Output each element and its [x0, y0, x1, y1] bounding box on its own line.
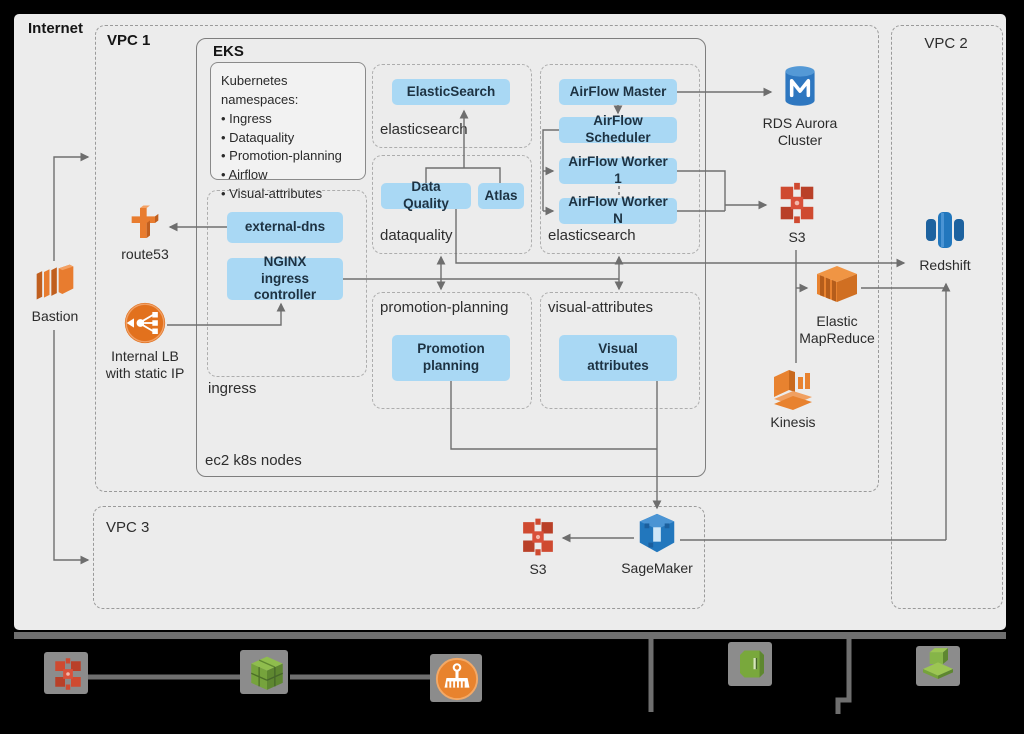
green-prism-icon	[740, 650, 764, 678]
ns-ingress-label: ingress	[208, 380, 257, 397]
green-cube-icon	[250, 655, 284, 691]
kubernetes-namespaces-panel: Kubernetes namespaces: • Ingress • Dataq…	[210, 62, 366, 201]
namespace-ingress-box	[207, 190, 367, 377]
emr-node: Elastic MapReduce	[795, 262, 879, 347]
rds-aurora-icon	[775, 62, 825, 112]
namespaces-title: Kubernetes namespaces:	[221, 73, 299, 107]
airflow-scheduler-service: AirFlow Scheduler	[559, 113, 677, 145]
ns-promotion-planning-label: promotion-planning	[380, 299, 509, 316]
vpc3-boundary	[93, 506, 705, 609]
internet-label: Internet	[28, 20, 84, 37]
namespace-item: • Promotion-planning	[221, 148, 342, 164]
ns-visual-attributes-label: visual-attributes	[548, 299, 654, 316]
kinesis-label: Kinesis	[770, 414, 816, 430]
bastion-icon	[33, 261, 77, 305]
redshift-node: Redshift	[919, 206, 971, 274]
s3-icon	[517, 516, 559, 558]
promotion-planning-service: Promotion planning	[392, 335, 510, 381]
route53-icon	[125, 203, 165, 243]
elastic-mapreduce-icon	[813, 262, 861, 310]
bastion-node: Bastion	[27, 261, 83, 325]
orange-circle-dustpan-icon	[435, 657, 479, 701]
namespace-elasticsearch-box	[372, 64, 532, 148]
s3-label: S3	[788, 229, 806, 245]
vpc3-label: VPC 3	[106, 519, 150, 536]
s3-icon	[774, 180, 820, 226]
route53-label: route53	[121, 246, 169, 262]
sagemaker-label: SageMaker	[621, 560, 693, 576]
atlas-service: Atlas	[478, 183, 524, 209]
ns-airflow-label: elasticsearch	[548, 227, 636, 244]
load-balancer-icon	[123, 301, 167, 345]
airflow-master-service: AirFlow Master	[559, 79, 677, 105]
visual-attributes-service: Visual attributes	[559, 335, 677, 381]
internal-lb-label: Internal LB with static IP	[105, 348, 185, 381]
airflow-worker1-service: AirFlow Worker 1	[559, 154, 677, 186]
elasticsearch-service: ElasticSearch	[392, 79, 510, 105]
namespace-item: • Dataquality	[221, 129, 295, 145]
s3-vpc3-node: S3	[512, 516, 564, 578]
rds-aurora-label: RDS Aurora Cluster	[762, 115, 838, 148]
s3-vpc3-label: S3	[529, 561, 547, 577]
rds-aurora-node: RDS Aurora Cluster	[755, 62, 845, 149]
namespace-item: • Visual-attributes	[221, 186, 323, 202]
internal-lb-node: Internal LB with static IP	[102, 301, 188, 382]
namespace-dataquality-box	[372, 155, 532, 254]
namespace-item: • Ingress	[221, 110, 272, 126]
vpc1-label: VPC 1	[107, 32, 151, 49]
redshift-label: Redshift	[919, 257, 971, 273]
s3-node: S3	[771, 180, 823, 246]
vpc2-label: VPC 2	[924, 35, 968, 52]
airflow-workern-service: AirFlow Worker N	[559, 194, 677, 226]
kinesis-icon	[769, 363, 817, 411]
route53-node: route53	[117, 203, 173, 263]
ec2-k8s-nodes-label: ec2 k8s nodes	[205, 452, 302, 469]
eks-label: EKS	[213, 43, 244, 60]
namespace-item: • Airflow	[221, 167, 268, 183]
sagemaker-icon	[634, 511, 680, 557]
sagemaker-node: SageMaker	[621, 511, 693, 577]
ns-dataquality-label: dataquality	[380, 227, 453, 244]
redshift-icon	[921, 206, 969, 254]
kinesis-node: Kinesis	[767, 363, 819, 431]
bottom-legend-strip	[14, 632, 1006, 714]
ns-elasticsearch-label: elasticsearch	[380, 121, 468, 138]
external-dns-service: external-dns	[227, 212, 343, 243]
nginx-ingress-controller-service: NGINX ingress controller	[227, 254, 343, 302]
data-quality-service: Data Quality	[381, 179, 471, 211]
emr-label: Elastic MapReduce	[799, 313, 875, 346]
vpc2-boundary	[891, 25, 1003, 609]
bastion-label: Bastion	[31, 308, 79, 324]
